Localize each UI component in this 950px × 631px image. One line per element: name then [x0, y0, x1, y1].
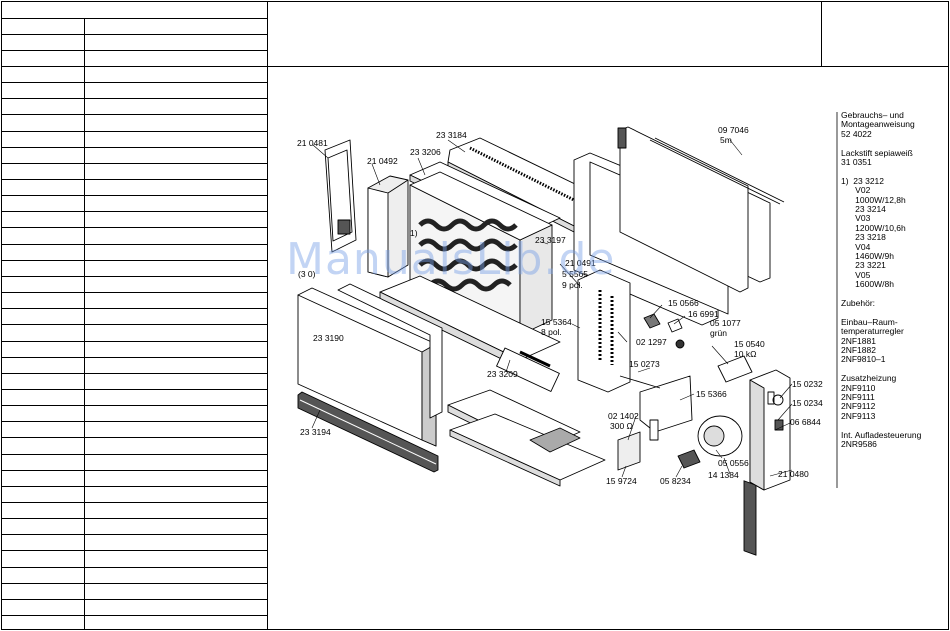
part-label: 15 0273 — [629, 359, 660, 369]
part-label: (3 0) — [298, 269, 316, 279]
parts-table-rows — [1, 18, 268, 616]
note-line: temperaturregler — [841, 326, 904, 337]
note-line: Int. Aufladesteuerung — [841, 429, 922, 440]
note-line: Einbau–Raum- — [841, 316, 898, 327]
note-line: 23 3221 — [841, 260, 886, 271]
part-label: grün — [710, 328, 728, 338]
note-line: V02 — [841, 185, 871, 196]
part-label: 05 0556 — [718, 458, 749, 468]
side-panel-left — [324, 139, 357, 253]
watermark-text: ManualsLib.de — [286, 234, 616, 285]
note-line: V03 — [841, 213, 871, 224]
part-label: 21 0492 — [367, 156, 398, 166]
note-line: 52 4022 — [841, 128, 872, 139]
part-label: 14 1384 — [708, 470, 739, 480]
part-label: 16 6991 — [688, 309, 719, 319]
part-label: 23 3190 — [313, 333, 344, 343]
part-label: 10 kΩ — [734, 349, 757, 359]
part-label: 05 1077 — [710, 318, 741, 328]
note-line: Zusatzheizung — [841, 373, 897, 384]
part-label: 15 0234 — [792, 398, 823, 408]
part-label: 23 3209 — [487, 369, 518, 379]
part-label: 15 9724 — [606, 476, 637, 486]
part-label: 1) — [410, 228, 418, 238]
note-line: 2NF9113 — [841, 410, 876, 421]
air-grille — [297, 391, 439, 473]
part-label: 05 8234 — [660, 476, 691, 486]
note-line: 1600W/8h — [841, 279, 894, 290]
storage-core — [409, 171, 553, 336]
note-line: V04 — [841, 241, 871, 252]
note-line: 2NF1881 — [841, 335, 876, 346]
note-line: Montageanweisung — [841, 119, 915, 130]
front-panel — [297, 283, 443, 447]
part-label: 5m — [720, 135, 732, 145]
part-label: 21 0480 — [778, 469, 809, 479]
note-line: Zubehör: — [841, 298, 876, 308]
side-panel-right — [749, 369, 791, 491]
part-label: 23 3197 — [535, 235, 566, 245]
note-line: 2NF1882 — [841, 345, 876, 355]
base-tray — [379, 275, 561, 392]
part-label: 15 0540 — [734, 339, 765, 349]
note-line: 31 0351 — [841, 157, 872, 167]
small-components — [617, 313, 753, 471]
part-label: 23 3194 — [300, 427, 331, 437]
part-label: 21 0491 — [565, 258, 596, 268]
part-label: 9 pol. — [562, 280, 583, 290]
note-line: Lackstift sepiaweiß — [841, 147, 913, 158]
part-label: 23 3206 — [410, 147, 441, 157]
note-line: 23 3218 — [841, 232, 886, 243]
note-line: 1460W/9h — [841, 251, 894, 261]
note-line: Gebrauchs– und — [841, 110, 904, 120]
note-line: 2NF9110 — [841, 382, 876, 393]
control-rail — [577, 269, 631, 393]
part-label: 300 Ω — [610, 421, 633, 431]
part-label: 5 5565 — [562, 269, 588, 279]
part-label: 15 0566 — [668, 298, 699, 308]
bottom-plates — [447, 389, 606, 487]
insulation-block — [367, 175, 409, 278]
note-line: 1) 23 3212 — [841, 175, 885, 186]
part-label: 02 1402 — [608, 411, 639, 421]
note-line: 2NR9586 — [841, 439, 877, 449]
part-label: 09 7046 — [718, 125, 749, 135]
note-line: V05 — [841, 269, 871, 280]
note-line: 2NF9112 — [841, 401, 876, 412]
note-line: 2NF9111 — [841, 392, 875, 402]
note-line: 23 3214 — [841, 204, 886, 214]
leader-lines — [311, 139, 793, 478]
part-label: 15 5364 — [541, 317, 572, 327]
note-line: 2NF9810–1 — [841, 354, 886, 365]
part-label: 15 0232 — [792, 379, 823, 389]
part-label: 06 6844 — [790, 417, 821, 427]
note-line: 1200W/10,6h — [841, 222, 906, 233]
part-label: 15 5366 — [696, 389, 727, 399]
part-label: 8 pol. — [541, 327, 562, 337]
part-label: 23 3184 — [436, 130, 467, 140]
part-label: 02 1297 — [636, 337, 667, 347]
note-line: 1000W/12,8h — [841, 194, 906, 205]
part-label: 21 0481 — [297, 138, 328, 148]
